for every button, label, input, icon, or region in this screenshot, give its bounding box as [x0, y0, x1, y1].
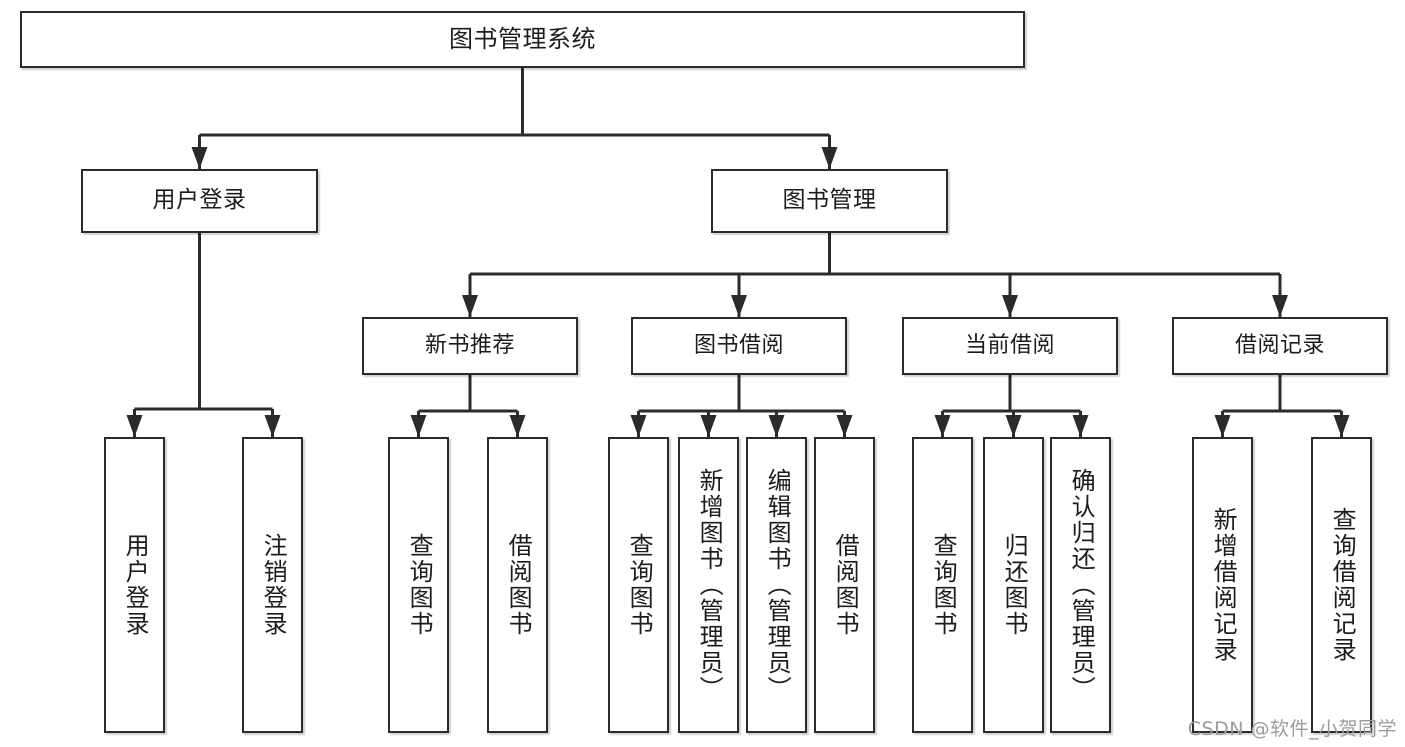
arrowhead-icon	[1272, 295, 1288, 317]
node-label: 查询借阅记录	[1328, 507, 1357, 663]
node-label: 图书管理系统	[449, 25, 596, 54]
node-leaf-add-record[interactable]: 新增借阅记录	[1192, 437, 1253, 733]
node-leaf-query-book-3[interactable]: 查询图书	[912, 437, 973, 733]
node-book-borrow[interactable]: 图书借阅	[631, 317, 847, 375]
node-label: 编辑图书（管理员）	[763, 468, 792, 702]
arrowhead-icon	[836, 415, 853, 437]
node-book-manage[interactable]: 图书管理	[711, 169, 948, 233]
node-label: 查询图书	[929, 533, 958, 637]
node-label: 用户登录	[121, 533, 150, 637]
node-label: 注销登录	[259, 533, 288, 637]
node-label: 查询图书	[625, 533, 654, 637]
node-borrow-record[interactable]: 借阅记录	[1172, 317, 1388, 375]
node-leaf-user-login[interactable]: 用户登录	[104, 437, 165, 733]
node-label: 借阅图书	[504, 533, 533, 637]
node-label: 新书推荐	[424, 333, 515, 359]
node-label: 归还图书	[1000, 533, 1029, 637]
node-leaf-borrow-book-2[interactable]: 借阅图书	[814, 437, 875, 733]
arrowhead-icon	[462, 295, 478, 317]
arrowhead-icon	[630, 415, 647, 437]
node-leaf-query-record[interactable]: 查询借阅记录	[1311, 437, 1372, 733]
arrowhead-icon	[821, 147, 838, 169]
node-leaf-query-book-1[interactable]: 查询图书	[388, 437, 449, 733]
node-leaf-return-book[interactable]: 归还图书	[983, 437, 1044, 733]
arrowhead-icon	[509, 415, 526, 437]
node-label: 当前借阅	[964, 333, 1055, 359]
arrowhead-icon	[1214, 415, 1231, 437]
node-current-borrow[interactable]: 当前借阅	[902, 317, 1118, 375]
arrowhead-icon	[126, 415, 143, 437]
node-leaf-borrow-book-1[interactable]: 借阅图书	[487, 437, 548, 733]
node-leaf-add-book[interactable]: 新增图书（管理员）	[678, 437, 739, 733]
node-label: 新增借阅记录	[1209, 507, 1238, 663]
arrowhead-icon	[1333, 415, 1350, 437]
arrowhead-icon	[1072, 415, 1089, 437]
node-label: 新增图书（管理员）	[695, 468, 724, 702]
arrowhead-icon	[934, 415, 951, 437]
arrowhead-icon	[700, 415, 717, 437]
arrowhead-icon	[768, 415, 785, 437]
node-leaf-logout[interactable]: 注销登录	[242, 437, 303, 733]
arrowhead-icon	[264, 415, 281, 437]
node-root[interactable]: 图书管理系统	[20, 11, 1025, 68]
node-label: 图书管理	[782, 187, 877, 214]
node-label: 图书借阅	[693, 333, 784, 359]
node-leaf-query-book-2[interactable]: 查询图书	[608, 437, 669, 733]
node-label: 借阅记录	[1234, 333, 1325, 359]
node-label: 查询图书	[405, 533, 434, 637]
watermark: CSDN @软件_小贺同学	[1187, 718, 1397, 740]
node-label: 用户登录	[152, 187, 247, 214]
node-label: 借阅图书	[831, 533, 860, 637]
node-leaf-confirm-return[interactable]: 确认归还（管理员）	[1050, 437, 1111, 733]
node-new-book-recommend[interactable]: 新书推荐	[362, 317, 578, 375]
arrowhead-icon	[731, 295, 747, 317]
arrowhead-icon	[1005, 415, 1022, 437]
arrowhead-icon	[410, 415, 427, 437]
arrowhead-icon	[191, 147, 208, 169]
node-user-login[interactable]: 用户登录	[81, 169, 318, 233]
arrowhead-icon	[1002, 295, 1018, 317]
node-leaf-edit-book[interactable]: 编辑图书（管理员）	[746, 437, 807, 733]
node-label: 确认归还（管理员）	[1067, 468, 1096, 702]
